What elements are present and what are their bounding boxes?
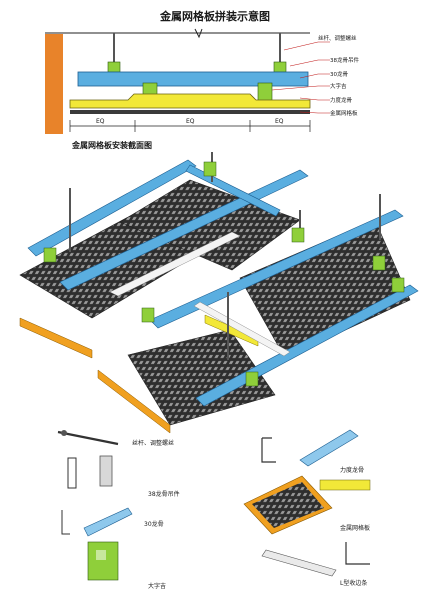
label-rod: 丝杆、调整螺丝 [318,34,357,42]
part-label-hanger38: 38龙骨吊件 [148,490,180,498]
clip-2 [257,82,273,102]
edge-frame-bottom [97,369,171,434]
dim-eq-1: EQ [96,118,105,125]
main-beam [77,71,309,87]
edge-frame-left [19,317,93,359]
part-label-big-clip: 大字吉 [148,582,166,590]
part-keel30: 30龙骨 [61,507,164,537]
part-big-clip: 大字吉 [87,541,166,590]
label-big-clip: 大字吉 [330,82,347,90]
dim-eq-2: EQ [186,118,195,125]
install-title: 金属网格板安装截面图 [71,140,152,150]
panel-strip [70,110,310,114]
part-label-keel30: 30龙骨 [144,520,164,528]
parts-legend: 丝杆、调整螺丝 38龙骨吊件 30龙骨 大字吉 力度龙骨 [57,429,371,590]
part-label-strong-keel: 力度龙骨 [340,466,364,474]
part-l-edge: L型收边条 [261,542,370,587]
part-mesh-panel: 金属网格板 [243,475,370,535]
part-label-l-edge: L型收边条 [340,579,367,587]
part-label-rod: 丝杆、调整螺丝 [132,439,174,447]
label-hanger38: 38龙骨吊件 [330,56,359,64]
wall [45,34,63,134]
section-view: EQ EQ EQ 丝杆、调整螺丝 38龙骨吊件 30龙骨 大字吉 力度龙骨 金属… [45,28,359,134]
hanger-right [273,61,287,73]
part-label-panel: 金属网格板 [340,524,370,532]
label-panel: 金属网格板 [330,109,358,117]
keel-rail [69,93,311,109]
hanger-left [107,61,121,73]
part-rod: 丝杆、调整螺丝 [57,430,174,447]
iso-rods [69,152,381,360]
label-strong-keel: 力度龙骨 [330,96,353,104]
isometric-assembly [19,152,419,434]
mesh-panel-bottom [127,329,276,426]
part-hanger38: 38龙骨吊件 [67,455,180,498]
break-mark [194,28,203,39]
label-keel30: 30龙骨 [330,70,348,78]
part-strong-keel: 力度龙骨 [261,429,371,491]
iso-clips [43,161,405,387]
diagram-title: 金属网格板拼装示意图 [159,9,270,23]
beam-3 [149,209,404,329]
beam-cross [185,164,281,217]
dim-eq-3: EQ [275,118,284,125]
